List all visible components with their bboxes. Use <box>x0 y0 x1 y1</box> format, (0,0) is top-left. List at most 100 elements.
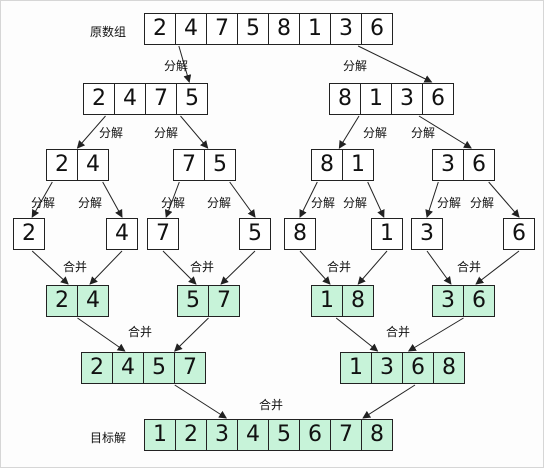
array-cell: 8 <box>293 221 307 246</box>
flow-arrow <box>357 250 388 285</box>
target-array-label: 目标解 <box>90 431 127 445</box>
array-cell: 2 <box>84 84 115 114</box>
array-cell: 3 <box>331 14 362 44</box>
merge-label: 合并 <box>457 260 482 274</box>
array-cell: 3 <box>372 353 403 383</box>
flow-arrow <box>299 181 318 218</box>
split-label: 分解 <box>343 196 368 210</box>
single-1: 2 <box>13 218 45 250</box>
flow-arrow <box>174 384 228 419</box>
flow-arrow <box>229 181 256 218</box>
array-cell: 3 <box>433 150 464 180</box>
array-cell: 4 <box>176 14 207 44</box>
array-cell: 6 <box>370 16 384 41</box>
array-cell: 7 <box>331 420 362 450</box>
array-cell: 8 <box>269 14 300 44</box>
flow-arrow <box>407 317 464 352</box>
split-label: 分解 <box>437 196 462 210</box>
array-cell: 4 <box>115 84 146 114</box>
array-cell: 7 <box>217 288 231 313</box>
merge-label: 合并 <box>190 260 215 274</box>
flow-arrow <box>174 317 209 352</box>
array-cell: 7 <box>183 355 197 380</box>
array-cell: 2 <box>82 353 113 383</box>
flow-arrow <box>31 250 69 285</box>
array-cell: 2 <box>47 286 78 316</box>
merge-label: 合并 <box>259 398 284 412</box>
single-4: 5 <box>239 218 271 250</box>
array-cell: 1 <box>300 14 331 44</box>
flow-arrow <box>425 181 439 218</box>
split-label: 分解 <box>343 59 368 73</box>
array-cell: 6 <box>472 152 486 177</box>
flow-arrow <box>488 181 520 218</box>
array-cell: 6 <box>403 353 434 383</box>
flow-arrow <box>338 115 360 149</box>
flow-arrow <box>418 115 472 149</box>
array-cell: 1 <box>351 152 365 177</box>
flow-arrow <box>180 115 209 149</box>
flow-arrow <box>357 45 433 83</box>
array-cell: 6 <box>512 221 526 246</box>
array-cell: 2 <box>22 221 36 246</box>
array-cell: 1 <box>145 420 176 450</box>
array-cell: 5 <box>144 353 175 383</box>
flow-arrow <box>162 250 197 285</box>
merge-label: 合并 <box>386 325 411 339</box>
array-cell: 8 <box>312 150 343 180</box>
split-label: 分解 <box>154 126 179 140</box>
flow-arrow <box>164 181 180 218</box>
array-cell: 3 <box>207 420 238 450</box>
flow-arrow <box>335 317 379 352</box>
split-label: 分解 <box>363 126 388 140</box>
split-label: 分解 <box>411 126 436 140</box>
array-cell: 5 <box>238 14 269 44</box>
array-cell: 4 <box>115 221 129 246</box>
flow-arrow <box>220 250 256 285</box>
original-array-label: 原数组 <box>90 25 127 39</box>
array-cell: 5 <box>213 152 227 177</box>
flow-arrow <box>89 250 123 285</box>
array-cell: 8 <box>370 422 384 447</box>
array-cell: 1 <box>341 353 372 383</box>
array-cell: 4 <box>86 288 100 313</box>
split-label: 分解 <box>470 196 495 210</box>
single-7: 3 <box>411 218 443 250</box>
split-label: 分解 <box>31 196 56 210</box>
merge-label: 合并 <box>327 260 352 274</box>
array-cell: 7 <box>146 84 177 114</box>
flow-arrow <box>367 181 385 218</box>
flow-arrow <box>299 250 331 285</box>
array-cell: 7 <box>156 221 170 246</box>
merge-label: 合并 <box>63 260 88 274</box>
single-6: 1 <box>371 218 403 250</box>
array-cell: 5 <box>178 286 209 316</box>
split-label: 分解 <box>78 196 103 210</box>
single-3: 7 <box>147 218 179 250</box>
array-cell: 2 <box>176 420 207 450</box>
single-5: 8 <box>284 218 316 250</box>
array-cell: 5 <box>185 86 199 111</box>
array-cell: 8 <box>351 288 365 313</box>
split-label: 分解 <box>164 59 189 73</box>
flow-arrow <box>475 250 520 285</box>
flow-arrow <box>426 250 452 285</box>
array-cell: 3 <box>433 286 464 316</box>
single-2: 4 <box>106 218 138 250</box>
array-cell: 4 <box>86 152 100 177</box>
array-cell: 1 <box>361 84 392 114</box>
array-cell: 3 <box>392 84 423 114</box>
array-cell: 4 <box>238 420 269 450</box>
flow-arrow <box>76 115 106 149</box>
